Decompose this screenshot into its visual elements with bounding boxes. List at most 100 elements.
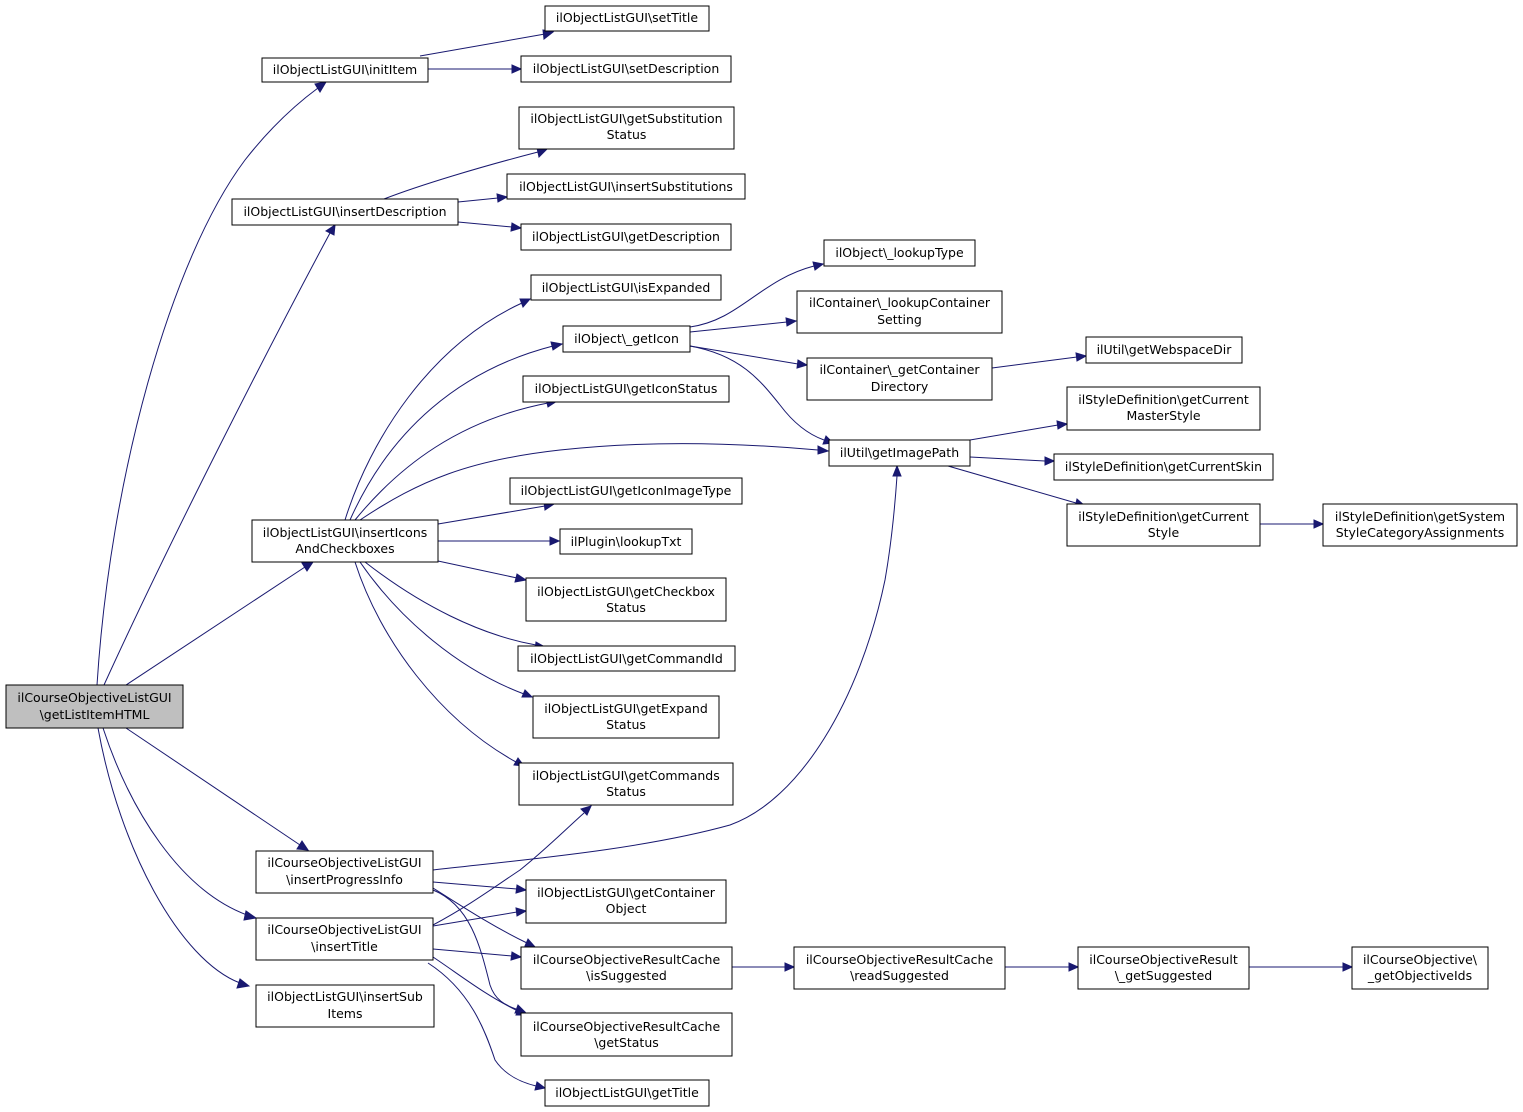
edge-insertDescription-to-getDescription [457,221,523,232]
node-label-line: ilObjectListGUI\getIconStatus [535,381,718,396]
node-label-line: ilStyleDefinition\getCurrent [1078,392,1249,407]
node-getIcon[interactable]: ilObject\_getIcon [562,325,691,353]
node-getObjectiveIds[interactable]: ilCourseObjective\ _getObjectiveIds [1351,946,1489,990]
edge-insertIcons-to-getCheckboxStatus [437,560,528,583]
node-getIconStatus[interactable]: ilObjectListGUI\getIconStatus [522,375,730,403]
node-label-line: ilCourseObjectiveResultCache [806,952,994,967]
node-insertIconsAndCheckboxes[interactable]: ilObjectListGUI\insertIcons AndCheckboxe… [251,519,439,563]
edge-insertTitle-to-getCommandsStatus [432,805,592,926]
node-getCheckboxStatus[interactable]: ilObjectListGUI\getCheckbox Status [525,577,727,622]
edge-insertProgressInfo-to-getImagePath [432,464,902,871]
edge-insertIcons-to-getImagePath [359,443,830,521]
node-setDescription[interactable]: ilObjectListGUI\setDescription [520,55,732,83]
node-label-line: ilObjectListGUI\getIconImageType [521,483,732,498]
edge-getImagePath-to-getCurrentMasterStyle [969,420,1069,441]
node-label-line: ilObjectListGUI\getCommands [532,768,720,783]
edge-root-to-insertSubItems [97,727,251,989]
node-getExpandStatus[interactable]: ilObjectListGUI\getExpand Status [532,695,720,739]
node-lookupContainerSetting[interactable]: ilContainer\_lookupContainer Setting [796,290,1003,334]
node-isSuggested[interactable]: ilCourseObjectiveResultCache \isSuggeste… [520,946,733,990]
node-label-line: Items [328,1006,363,1021]
node-insertSubstitutions[interactable]: ilObjectListGUI\insertSubstitutions [506,173,746,200]
node-insertProgressInfo[interactable]: ilCourseObjectiveListGUI \insertProgress… [255,850,434,894]
node-label-line: ilObjectListGUI\insertSubstitutions [519,179,733,194]
edges-layer [96,29,1354,1091]
edge-root-to-insertTitle [102,727,258,921]
node-getSystemStyleCategoryAssignments[interactable]: ilStyleDefinition\getSystem StyleCategor… [1322,503,1518,547]
node-label-line: _getObjectiveIds [1367,968,1472,983]
node-getWebspaceDir[interactable]: ilUtil\getWebspaceDir [1085,336,1243,364]
node-label-line: ilCourseObjective\ [1363,952,1478,967]
node-getCurrentStyle[interactable]: ilStyleDefinition\getCurrent Style [1066,503,1261,547]
node-label-line: Object [606,901,647,916]
edge-root-to-insertProgressInfo [125,727,309,851]
node-label-line: \insertProgressInfo [286,872,403,887]
edge-isSuggested-to-readSuggested [732,962,796,972]
node-isExpanded[interactable]: ilObjectListGUI\isExpanded [530,274,722,301]
node-getStatus[interactable]: ilCourseObjectiveResultCache \getStatus [520,1012,733,1057]
node-getDescription[interactable]: ilObjectListGUI\getDescription [520,223,732,251]
node-label-line: ilStyleDefinition\getCurrent [1078,509,1249,524]
node-getCurrentSkin[interactable]: ilStyleDefinition\getCurrentSkin [1053,453,1274,481]
node-label-line: StyleCategoryAssignments [1336,525,1505,540]
node-insertSubItems[interactable]: ilObjectListGUI\insertSub Items [255,984,435,1028]
edge-getIcon-to-lookupType [689,261,825,328]
node-getListItemHTML-root[interactable]: ilCourseObjectiveListGUI \getListItemHTM… [5,684,184,729]
node-label-line: Status [606,717,646,732]
node-getCommandId[interactable]: ilObjectListGUI\getCommandId [517,645,736,672]
node-getImagePath[interactable]: ilUtil\getImagePath [828,439,971,467]
node-getCurrentMasterStyle[interactable]: ilStyleDefinition\getCurrent MasterStyle [1066,386,1261,431]
nodes-layer: ilCourseObjectiveListGUI \getListItemHTM… [5,5,1518,1107]
node-label-line: Setting [877,312,922,327]
edge-getContainerDirectory-to-getWebspaceDir [991,352,1088,369]
node-label-line: ilObject\_lookupType [835,245,964,260]
node-label-line: ilObjectListGUI\isExpanded [542,280,711,295]
node-label-line: MasterStyle [1126,408,1200,423]
node-readSuggested[interactable]: ilCourseObjectiveResultCache \readSugges… [793,946,1006,990]
edge-root-to-insertIconsAndCheckboxes [125,561,314,686]
node-lookupTxt[interactable]: ilPlugin\lookupTxt [559,528,693,555]
node-label-line: ilObjectListGUI\setDescription [533,61,720,76]
node-label-line: ilCourseObjectiveResultCache [533,1019,721,1034]
node-label-line: ilObjectListGUI\getExpand [544,701,708,716]
node-label-line: \getStatus [594,1035,659,1050]
node-insertTitle[interactable]: ilCourseObjectiveListGUI \insertTitle [255,917,434,961]
node-getSubstitutionStatus[interactable]: ilObjectListGUI\getSubstitution Status [518,106,735,150]
node-label-line: ilObject\_getIcon [574,331,679,346]
node-lookupType[interactable]: ilObject\_lookupType [823,239,976,267]
node-label-line: ilCourseObjectiveListGUI [17,690,171,705]
node-getTitle[interactable]: ilObjectListGUI\getTitle [544,1079,710,1107]
edge-root-to-initItem [96,81,327,686]
node-label-line: Status [607,127,647,142]
edge-getImagePath-to-getCurrentSkin [969,456,1056,466]
node-label-line: \_getSuggested [1115,968,1212,983]
node-label-line: \getListItemHTML [40,707,150,722]
edge-insertIcons-to-isExpanded [344,298,532,521]
node-label-line: \readSuggested [850,968,949,983]
node-label-line: Status [606,784,646,799]
node-getContainerObject[interactable]: ilObjectListGUI\getContainer Object [525,879,727,924]
edge-insertDescription-to-insertSubstitutions [457,193,509,203]
edge-getIcon-to-getContainerDirectory [689,345,809,369]
node-label-line: \insertTitle [311,939,378,954]
edge-getSuggested-to-getObjectiveIds [1249,962,1354,972]
node-getIconImageType[interactable]: ilObjectListGUI\getIconImageType [509,477,743,505]
node-label-line: ilObjectListGUI\insertIcons [263,525,428,540]
node-setTitle[interactable]: ilObjectListGUI\setTitle [544,5,710,32]
node-label-line: ilObjectListGUI\getCheckbox [537,584,715,599]
node-getContainerDirectory[interactable]: ilContainer\_getContainer Directory [806,357,993,401]
node-label-line: ilUtil\getWebspaceDir [1097,342,1233,357]
edge-insertProgressInfo-to-getContainerObject [432,881,528,894]
edge-insertTitle-to-getTitle [427,962,547,1091]
node-label-line: ilCourseObjectiveListGUI [267,922,421,937]
edge-insertIcons-to-getCommandsStatus [354,561,526,767]
edge-getIcon-to-lookupContainerSetting [689,317,798,333]
node-label-line: ilObjectListGUI\insertSub [267,989,423,1004]
node-getSuggested[interactable]: ilCourseObjectiveResult \_getSuggested [1077,946,1250,990]
node-label-line: Directory [871,379,929,394]
node-insertDescription[interactable]: ilObjectListGUI\insertDescription [231,198,459,226]
node-initItem[interactable]: ilObjectListGUI\initItem [261,57,429,83]
node-getCommandsStatus[interactable]: ilObjectListGUI\getCommands Status [518,762,734,806]
node-label-line: ilObjectListGUI\insertDescription [243,204,446,219]
